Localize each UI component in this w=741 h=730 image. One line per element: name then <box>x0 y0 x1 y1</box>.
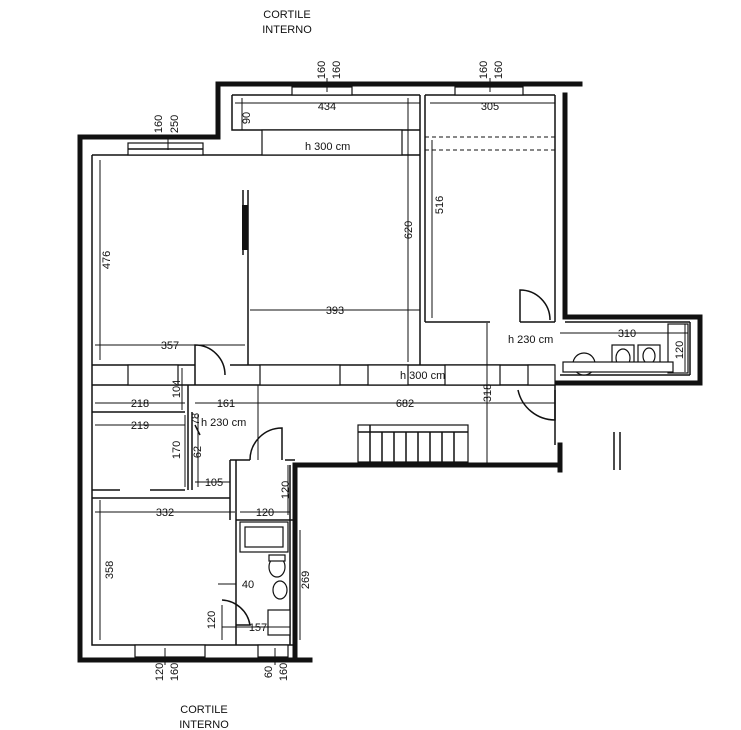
dim-516: 516 <box>434 196 446 214</box>
dim-269: 269 <box>300 571 312 589</box>
dim-160-g: 160 <box>278 663 290 681</box>
height-label-3: h 300 cm <box>400 370 445 382</box>
dim-476: 476 <box>101 251 113 269</box>
dim-120-b: 120 <box>256 507 274 519</box>
dim-682: 682 <box>396 398 414 410</box>
dim-160-c: 160 <box>331 61 343 79</box>
staircase <box>357 424 469 463</box>
dim-160-f: 160 <box>169 663 181 681</box>
dim-318: 318 <box>482 384 494 402</box>
dim-60: 60 <box>263 666 275 678</box>
dim-218: 218 <box>131 398 149 410</box>
dim-160-d: 160 <box>478 61 490 79</box>
dim-393: 393 <box>326 305 344 317</box>
dim-105: 105 <box>205 477 223 489</box>
height-label-2: h 230 cm <box>508 334 553 346</box>
dim-78: 78 <box>190 413 202 425</box>
height-label-4: h 230 cm <box>201 417 246 429</box>
courtyard-top-line2: INTERNO <box>262 24 312 36</box>
courtyard-label-top: CORTILE INTERNO <box>262 9 312 36</box>
dim-332: 332 <box>156 507 174 519</box>
dim-120-d: 120 <box>206 611 218 629</box>
courtyard-top-line1: CORTILE <box>263 9 310 21</box>
dim-434: 434 <box>318 101 336 113</box>
height-labels: h 300 cm h 230 cm h 300 cm h 230 cm <box>201 141 553 429</box>
dimension-lines <box>95 78 688 665</box>
dim-160-e: 160 <box>493 61 505 79</box>
dim-620: 620 <box>403 221 415 239</box>
dim-305: 305 <box>481 101 499 113</box>
dim-40: 40 <box>242 579 254 591</box>
dim-120-e: 120 <box>154 663 166 681</box>
dim-219: 219 <box>131 420 149 432</box>
outer-walls <box>77 81 703 663</box>
dim-310: 310 <box>618 328 636 340</box>
dim-160-a: 160 <box>153 115 165 133</box>
fixtures <box>239 323 689 636</box>
dimension-labels: 434 305 393 357 310 218 161 682 219 105 … <box>101 61 686 681</box>
dim-170: 170 <box>171 441 183 459</box>
dim-160-b: 160 <box>316 61 328 79</box>
dim-120-a: 120 <box>674 341 686 359</box>
dim-357: 357 <box>161 340 179 352</box>
courtyard-label-bottom: CORTILE INTERNO <box>179 704 229 730</box>
dim-358: 358 <box>104 561 116 579</box>
dim-157: 157 <box>249 622 267 634</box>
windows <box>127 86 556 658</box>
courtyard-bottom-line2: INTERNO <box>179 719 229 730</box>
courtyard-bottom-line1: CORTILE <box>180 704 227 716</box>
dim-161: 161 <box>217 398 235 410</box>
dim-250: 250 <box>169 115 181 133</box>
dim-104: 104 <box>171 380 183 398</box>
dim-90: 90 <box>241 112 253 124</box>
height-label-1: h 300 cm <box>305 141 350 153</box>
dim-62: 62 <box>192 446 204 458</box>
dim-120-c: 120 <box>280 481 292 499</box>
